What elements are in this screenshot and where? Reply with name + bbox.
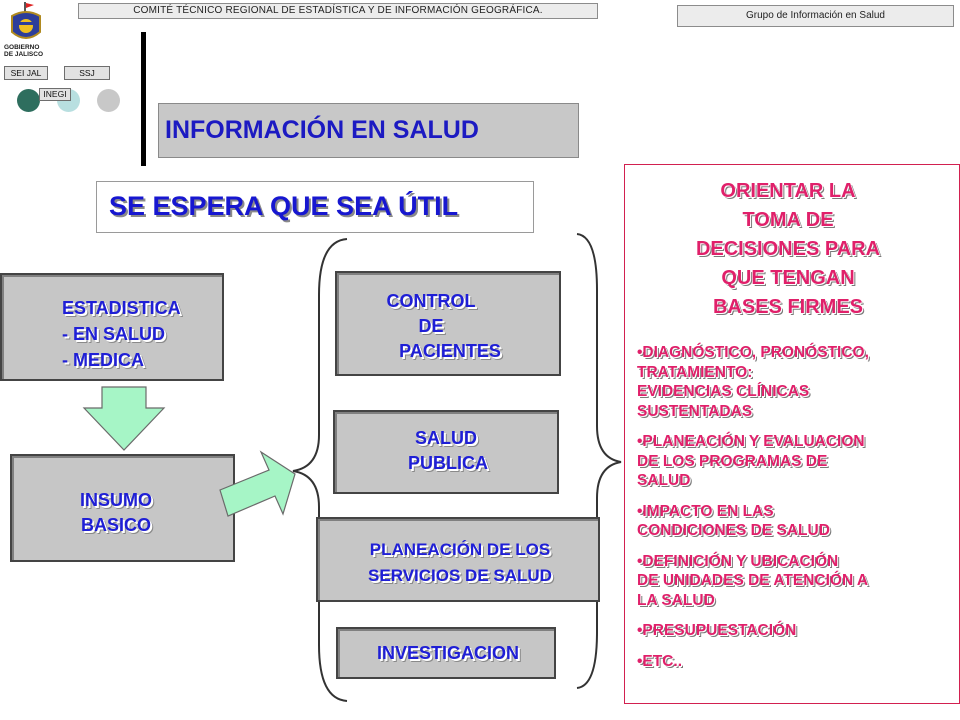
subtitle-banner: SE ESPERA QUE SEA ÚTIL xyxy=(96,181,534,233)
salud-line: SALUD xyxy=(415,428,477,448)
logo-caption: GOBIERNO DE JALISCO xyxy=(4,44,44,58)
control-box: CONTROL DE PACIENTES xyxy=(335,271,561,376)
salud-publica-box: SALUD PUBLICA xyxy=(333,410,559,494)
bullet-item: •ETC.. xyxy=(637,652,683,670)
planeacion-line: SERVICIOS DE SALUD xyxy=(368,566,552,585)
bullet-item: •PRESUPUESTACIÓN xyxy=(637,622,797,639)
orientation-panel: ORIENTAR LA TOMA DE DECISIONES PARA QUE … xyxy=(624,164,960,704)
estadistica-line: ESTADISTICA xyxy=(62,298,181,318)
investigacion-label: INVESTIGACION xyxy=(376,643,519,663)
bullet-list: •DIAGNÓSTICO, PRONÓSTICO, TRATAMIENTO: E… xyxy=(637,343,959,671)
control-line: PACIENTES xyxy=(399,341,501,361)
bullet-item: •PLANEACIÓN Y EVALUACION DE LOS PROGRAMA… xyxy=(637,433,865,489)
control-line: DE xyxy=(418,316,444,336)
bullet-item: •DEFINICIÓN Y UBICACIÓN DE UNIDADES DE A… xyxy=(637,552,869,609)
grey-circle-icon xyxy=(97,89,120,112)
committee-header: COMITÉ TÉCNICO REGIONAL DE ESTADÍSTICA Y… xyxy=(78,3,598,19)
diagonal-arrow-icon xyxy=(219,450,296,517)
estadistica-line: - MEDICA xyxy=(62,350,144,370)
vertical-divider xyxy=(141,32,146,166)
bullet-item: •IMPACTO EN LAS CONDICIONES DE SALUD xyxy=(637,502,830,540)
estadistica-box: ESTADISTICA - EN SALUD - MEDICA xyxy=(0,273,224,381)
page-title: INFORMACIÓN EN SALUD xyxy=(158,103,579,158)
salud-line: PUBLICA xyxy=(408,453,488,473)
insumo-box: INSUMO BASICO xyxy=(10,454,235,562)
orientation-heading: ORIENTAR LA TOMA DE DECISIONES PARA QUE … xyxy=(695,180,881,318)
ssj-tag: SSJ xyxy=(64,66,110,80)
seijal-tag: SEI JAL xyxy=(4,66,48,80)
planeacion-line: PLANEACIÓN DE LOS xyxy=(369,540,551,559)
estadistica-line: - EN SALUD xyxy=(62,324,165,344)
inegi-tag: INEGI xyxy=(39,88,71,101)
insumo-line: BASICO xyxy=(80,515,151,535)
planeacion-box: PLANEACIÓN DE LOS SERVICIOS DE SALUD xyxy=(316,517,600,602)
dark-green-circle-icon xyxy=(17,89,40,112)
group-label: Grupo de Información en Salud xyxy=(677,5,954,27)
bullet-item: •DIAGNÓSTICO, PRONÓSTICO, TRATAMIENTO: E… xyxy=(637,344,869,420)
jalisco-emblem-icon xyxy=(4,2,48,62)
control-line: CONTROL xyxy=(386,291,476,311)
down-arrow-icon xyxy=(82,386,166,451)
insumo-line: INSUMO xyxy=(80,490,152,510)
investigacion-box: INVESTIGACION xyxy=(336,627,556,679)
left-brace-icon xyxy=(292,238,348,702)
right-brace-icon xyxy=(576,233,622,689)
